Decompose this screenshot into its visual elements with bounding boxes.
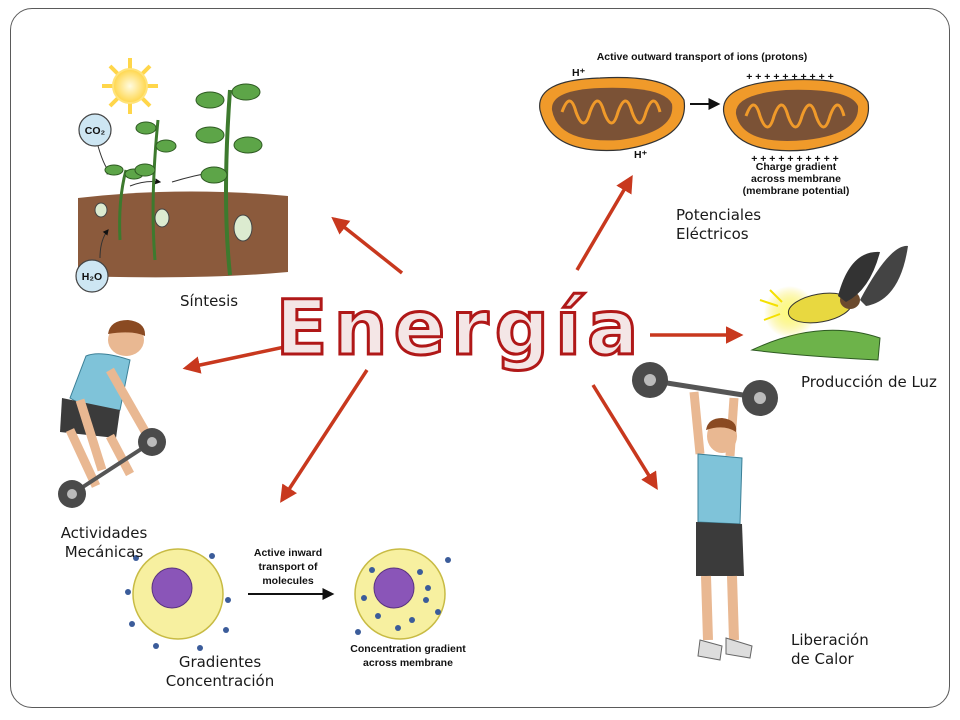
- deadlift-person-illustration: [58, 320, 166, 508]
- svg-text:Concentration gradient: Concentration gradient: [350, 643, 466, 655]
- label-actividades-mecanicas: Actividades Mecánicas: [54, 524, 154, 562]
- label-gradientes: Gradientes Concentración: [150, 653, 290, 691]
- svg-text:+ + + + + + + + + +: + + + + + + + + + +: [746, 71, 834, 83]
- svg-text:(membrane potential): (membrane potential): [743, 185, 850, 197]
- svg-text:transport of: transport of: [259, 561, 318, 573]
- overhead-lift-person-illustration: [632, 362, 778, 661]
- mitochondrion-right-icon: + + + + + + + + + + + + + + + + + + + +: [722, 71, 870, 165]
- svg-text:across membrane: across membrane: [751, 173, 841, 185]
- svg-text:H₂O: H₂O: [82, 271, 102, 283]
- co2-icon: CO₂: [78, 113, 112, 147]
- sun-icon: [102, 58, 158, 114]
- mitochondria-illustration: Active outward transport of ions (proton…: [539, 51, 870, 197]
- cell-transport-illustration: Active inward transport of molecules Con…: [125, 547, 466, 669]
- photosynthesis-illustration: CO₂ H₂O: [75, 58, 288, 293]
- label-gradientes-line1: Gradientes: [178, 653, 262, 671]
- firefly-icon: [759, 245, 908, 324]
- svg-text:molecules: molecules: [262, 575, 314, 587]
- arrow-to-potenciales: [575, 174, 633, 271]
- label-actividades-line2: Mecánicas: [64, 543, 144, 561]
- arrow-to-gradientes: [280, 369, 369, 503]
- label-potenciales-line1: Potenciales: [676, 206, 762, 224]
- svg-text:Active outward transport of io: Active outward transport of ions (proton…: [597, 51, 808, 63]
- overhead-barbell-plate-icon: [632, 362, 778, 416]
- svg-text:H⁺: H⁺: [634, 149, 648, 161]
- label-calor-line2: de Calor: [791, 650, 854, 668]
- label-actividades-line1: Actividades: [60, 524, 148, 542]
- cell-right-icon: [354, 548, 451, 640]
- svg-text:+ + + + + + + + + +: + + + + + + + + + +: [751, 153, 839, 165]
- arrow-to-sintesis: [331, 216, 404, 275]
- arrow-to-mecanicas: [182, 343, 295, 374]
- label-potenciales: Potenciales Eléctricos: [676, 206, 761, 244]
- label-sintesis: Síntesis: [180, 292, 239, 310]
- label-produccion-luz: Producción de Luz: [801, 373, 937, 391]
- h2o-icon: H₂O: [75, 259, 109, 293]
- label-potenciales-line2: Eléctricos: [676, 225, 749, 243]
- svg-text:H⁺: H⁺: [572, 67, 586, 79]
- plant-large-icon: [195, 83, 263, 276]
- cell-left-icon: [125, 548, 231, 651]
- mitochondrion-left-icon: [539, 76, 686, 152]
- svg-text:CO₂: CO₂: [85, 125, 106, 137]
- arrow-to-calor: [591, 384, 658, 490]
- barbell-plate-icon: [58, 428, 166, 508]
- page-title: Energía: [276, 283, 645, 372]
- svg-text:Charge gradient: Charge gradient: [756, 161, 837, 173]
- label-calor-line1: Liberación: [791, 631, 869, 649]
- label-liberacion-calor: Liberación de Calor: [791, 631, 869, 669]
- svg-text:across membrane: across membrane: [363, 657, 453, 669]
- plant-small-icon: [94, 164, 144, 241]
- energy-arrows: [182, 174, 744, 503]
- label-gradientes-line2: Concentración: [165, 672, 275, 690]
- firefly-illustration: [750, 245, 908, 361]
- svg-text:Active inward: Active inward: [254, 547, 322, 559]
- plant-medium-icon: [134, 119, 177, 261]
